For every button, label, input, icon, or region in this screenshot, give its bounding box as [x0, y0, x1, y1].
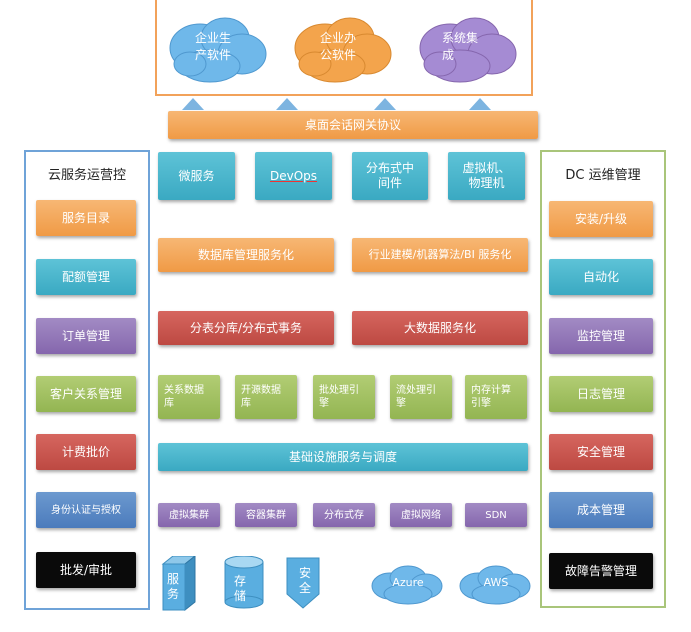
cloud-label-integration: 系统集成: [442, 31, 479, 62]
vm-physical-box: 虚拟机、物理机: [448, 152, 525, 200]
up-arrow-icon: [182, 98, 204, 110]
devops-label: DevOps: [269, 168, 318, 183]
approval-box: 批发/审批: [36, 552, 136, 588]
relational-db-box: 关系数据库: [158, 375, 220, 419]
cloud-label-office: 企业办公软件: [319, 31, 356, 62]
gateway-protocol-bar: 桌面会话网关协议: [168, 111, 538, 139]
order-management-box: 订单管理: [36, 318, 136, 354]
memory-engine-box: 内存计算引擎: [465, 375, 527, 419]
right-panel-title: DC 运维管理: [565, 168, 641, 183]
security-management-box: 安全管理: [549, 434, 653, 470]
service-catalog-box: 服务目录: [36, 200, 136, 236]
cost-management-box: 成本管理: [549, 492, 653, 528]
distributed-storage-box: 分布式存: [313, 503, 375, 527]
auth-box: 身份认证与授权: [36, 492, 136, 528]
service-shape-label: 服务: [166, 572, 179, 601]
left-panel-title: 云服务运营控: [47, 168, 126, 183]
up-arrow-icon: [469, 98, 491, 110]
sharding-box: 分表分库/分布式事务: [158, 311, 334, 345]
cloud-icon: [294, 17, 392, 83]
devops-box: DevOps: [255, 152, 332, 200]
container-cluster-box: 容器集群: [235, 503, 297, 527]
storage-shape-label: 存储: [233, 574, 246, 603]
crm-box: 客户关系管理: [36, 376, 136, 412]
opensource-db-box: 开源数据库: [235, 375, 297, 419]
log-management-box: 日志管理: [549, 376, 653, 412]
billing-box: 计费批价: [36, 434, 136, 470]
db-service-box: 数据库管理服务化: [158, 238, 334, 272]
quota-management-box: 配额管理: [36, 259, 136, 295]
automation-box: 自动化: [549, 259, 653, 295]
cloud-label-production: 企业生产软件: [194, 31, 231, 62]
virtual-network-box: 虚拟网络: [390, 503, 452, 527]
distributed-middleware-box: 分布式中间件: [352, 152, 428, 200]
install-upgrade-box: 安装/升级: [549, 201, 653, 237]
up-arrow-icon: [374, 98, 396, 110]
bigdata-box: 大数据服务化: [352, 311, 528, 345]
stream-engine-box: 流处理引擎: [390, 375, 452, 419]
cloud-icon: [419, 17, 517, 83]
monitoring-box: 监控管理: [549, 318, 653, 354]
infra-scheduling-bar: 基础设施服务与调度: [158, 443, 528, 471]
industry-modeling-box: 行业建模/机器算法/BI 服务化: [352, 238, 528, 272]
storage-cylinder-icon: [224, 556, 264, 609]
virtual-cluster-box: 虚拟集群: [158, 503, 220, 527]
server-cube-icon: [161, 556, 196, 612]
fault-alarm-box: 故障告警管理: [549, 553, 653, 589]
cloud-icon: [169, 17, 267, 83]
sdn-box: SDN: [465, 503, 527, 527]
aws-cloud-icon: [459, 565, 531, 605]
up-arrow-icon: [276, 98, 298, 110]
microservice-box: 微服务: [158, 152, 235, 200]
security-shape-label: 安全: [298, 566, 311, 595]
aws-label: AWS: [483, 576, 509, 589]
top-clouds: [169, 17, 517, 83]
azure-cloud-icon: [371, 565, 443, 605]
top-frame: [155, 0, 533, 96]
batch-engine-box: 批处理引擎: [313, 375, 375, 419]
security-pentagon-icon: [286, 557, 320, 609]
bottom-clouds: [371, 565, 531, 605]
bottom-shapes: [161, 556, 320, 612]
azure-label: Azure: [392, 576, 424, 589]
